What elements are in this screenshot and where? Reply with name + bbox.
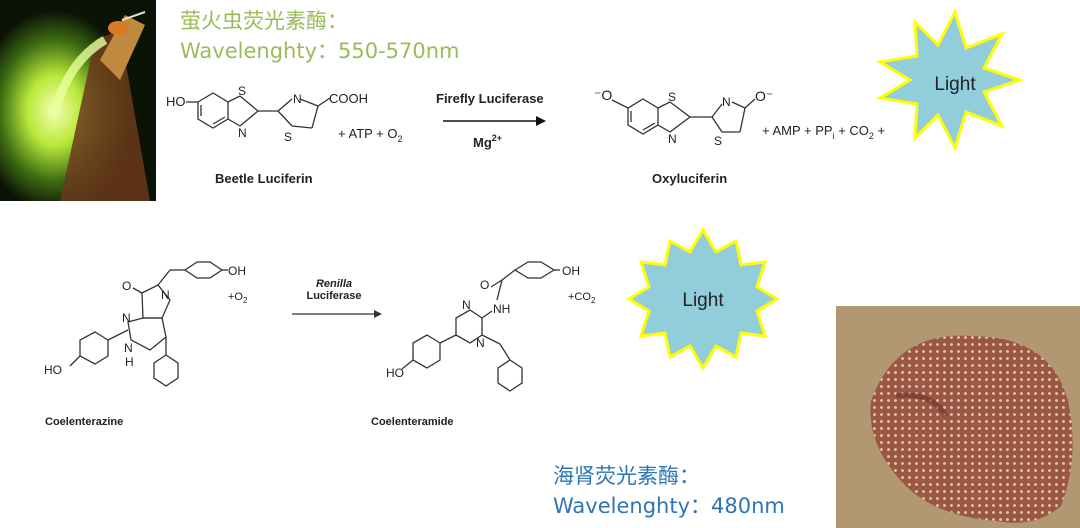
coelenterazine-oh: OH — [228, 264, 246, 278]
oxyluciferin-name: Oxyluciferin — [652, 171, 727, 186]
coelenterazine-name: Coelenterazine — [45, 416, 123, 428]
renilla-light-label: Light — [682, 290, 724, 311]
oxyluciferin-n2: N — [722, 95, 731, 109]
firefly-light-burst: Light — [875, 8, 1025, 152]
oxyluciferin-structure: ⁻O S N N S O⁻ — [594, 87, 773, 148]
renilla-oxygen: +O2 — [228, 291, 248, 305]
renilla-title-cn: 海肾荧光素酶： — [553, 464, 700, 488]
renilla-co2: +CO2 — [568, 291, 596, 305]
coelenteramide-name: Coelenteramide — [371, 416, 454, 428]
beetle-luciferin-structure: HO S N N S COOH — [166, 84, 368, 144]
firefly-products: + AMP + PPi + CO2 + — [762, 123, 885, 141]
oxyluciferin-o1: ⁻O — [594, 87, 612, 103]
coelenteramide-n1: N — [462, 298, 471, 312]
coelenterazine-nh: N — [124, 341, 133, 355]
firefly-wavelength: Wavelenghty：550-570nm — [180, 39, 460, 63]
coelenterazine-o: O — [122, 279, 131, 293]
coelenterazine-n2: N — [122, 311, 131, 325]
firefly-cofactor: Mg2+ — [473, 133, 502, 150]
coelenteramide-nh: NH — [493, 302, 510, 316]
coelenterazine-n1: N — [161, 288, 170, 302]
coelenteramide-ho: HO — [386, 366, 404, 380]
coelenterazine-h: H — [125, 355, 134, 369]
renilla-light-star — [626, 227, 780, 371]
renilla-arrow-head — [374, 310, 382, 318]
firefly-light-star — [875, 8, 1025, 152]
luciferin-n2: N — [293, 92, 302, 106]
firefly-photo — [0, 0, 156, 201]
oxyluciferin-s1: S — [668, 90, 676, 104]
renilla-wavelength: Wavelenghty：480nm — [553, 494, 785, 518]
luciferin-ho-label: HO — [166, 94, 186, 109]
luciferin-s1: S — [238, 84, 246, 98]
coelenteramide-n2: N — [476, 336, 485, 350]
firefly-title-cn: 萤火虫荧光素酶： — [180, 9, 348, 33]
renilla-photo — [836, 306, 1080, 528]
luciferin-s2: S — [284, 130, 292, 144]
oxyluciferin-s2: S — [714, 134, 722, 148]
oxyluciferin-n1: N — [668, 132, 677, 146]
coelenterazine-structure: O N N N H OH HO — [44, 261, 246, 387]
firefly-arrow-head — [536, 116, 546, 126]
renilla-enzyme-italic: Renilla — [316, 278, 352, 290]
firefly-luciferase-title: 萤火虫荧光素酶： Wavelenghty：550-570nm — [180, 6, 460, 66]
renilla-luciferase-title: 海肾荧光素酶： Wavelenghty：480nm — [553, 461, 785, 521]
oxyluciferin-o2: O⁻ — [755, 88, 773, 104]
renilla-enzyme-label: Luciferase — [306, 290, 361, 302]
firefly-reagents: + ATP + O2 — [338, 126, 403, 144]
luciferin-cooh-label: COOH — [329, 91, 368, 106]
coelenteramide-structure: O OH NH N N HO — [386, 261, 580, 392]
coelenterazine-ho: HO — [44, 363, 62, 377]
coelenteramide-o: O — [480, 278, 489, 292]
renilla-light-burst: Light — [626, 227, 780, 371]
firefly-light-label: Light — [934, 74, 976, 95]
beetle-luciferin-name: Beetle Luciferin — [215, 171, 313, 186]
firefly-enzyme-label: Firefly Luciferase — [436, 91, 544, 106]
coelenteramide-oh: OH — [562, 264, 580, 278]
luciferin-n1: N — [238, 126, 247, 140]
